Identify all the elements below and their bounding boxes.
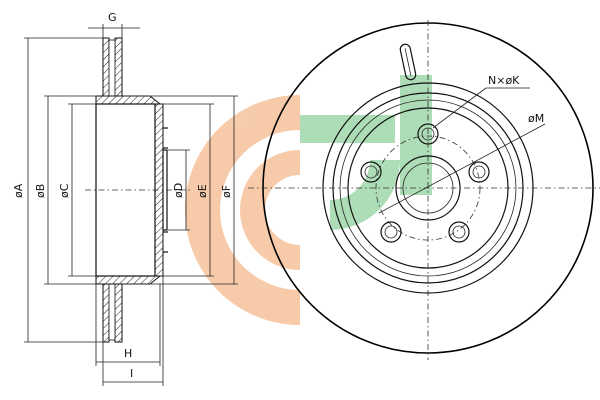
logo-orange-arc-inner (239, 149, 300, 270)
dim-d-label: øD (172, 183, 185, 198)
logo-orange-arc (184, 94, 300, 326)
rim-slot (399, 43, 417, 81)
dim-i-label: I (130, 367, 133, 380)
logo-green-stem (400, 75, 432, 195)
bolt-hole (380, 221, 402, 243)
bolt-hole (468, 161, 490, 183)
dim-e-label: øE (196, 184, 209, 198)
logo-green-bar (300, 115, 395, 143)
dim-b-label: øB (34, 184, 47, 198)
hat-step-circle (339, 99, 517, 277)
front-view: N×øK øM (248, 20, 600, 360)
side-section-view (85, 37, 190, 343)
dimensions: øA øB øC øD øE øF G H (12, 11, 238, 386)
bolt-hole (360, 161, 382, 183)
m-dimension-line (378, 123, 546, 214)
bolt-hole (448, 221, 470, 243)
m-label: øM (528, 112, 544, 125)
vent-slot-lower (108, 281, 116, 341)
dim-a-label: øA (12, 183, 25, 198)
brand-logo-watermark (184, 75, 432, 326)
dim-c-label: øC (58, 183, 71, 198)
nk-label: N×øK (488, 74, 520, 87)
dim-g-label: G (108, 11, 117, 24)
dim-h-label: H (124, 347, 132, 360)
vent-slot-upper (108, 39, 116, 99)
dim-f-label: øF (220, 185, 233, 198)
logo-green-hook (330, 160, 400, 230)
nk-leader (432, 87, 487, 129)
